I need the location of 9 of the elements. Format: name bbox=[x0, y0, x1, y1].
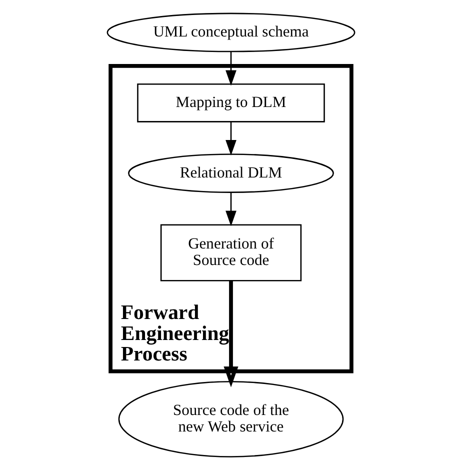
node-ellipse: Source code of the new Web service bbox=[118, 380, 344, 458]
node-box: Mapping to DLM bbox=[136, 83, 324, 122]
node-box: Generation of Source code bbox=[160, 224, 302, 282]
arrow bbox=[223, 280, 238, 388]
node-ellipse: UML conceptual schema bbox=[106, 12, 355, 52]
node-ellipse: Relational DLM bbox=[128, 154, 334, 193]
arrow bbox=[225, 192, 236, 226]
arrow bbox=[225, 52, 236, 86]
arrow bbox=[225, 122, 236, 156]
